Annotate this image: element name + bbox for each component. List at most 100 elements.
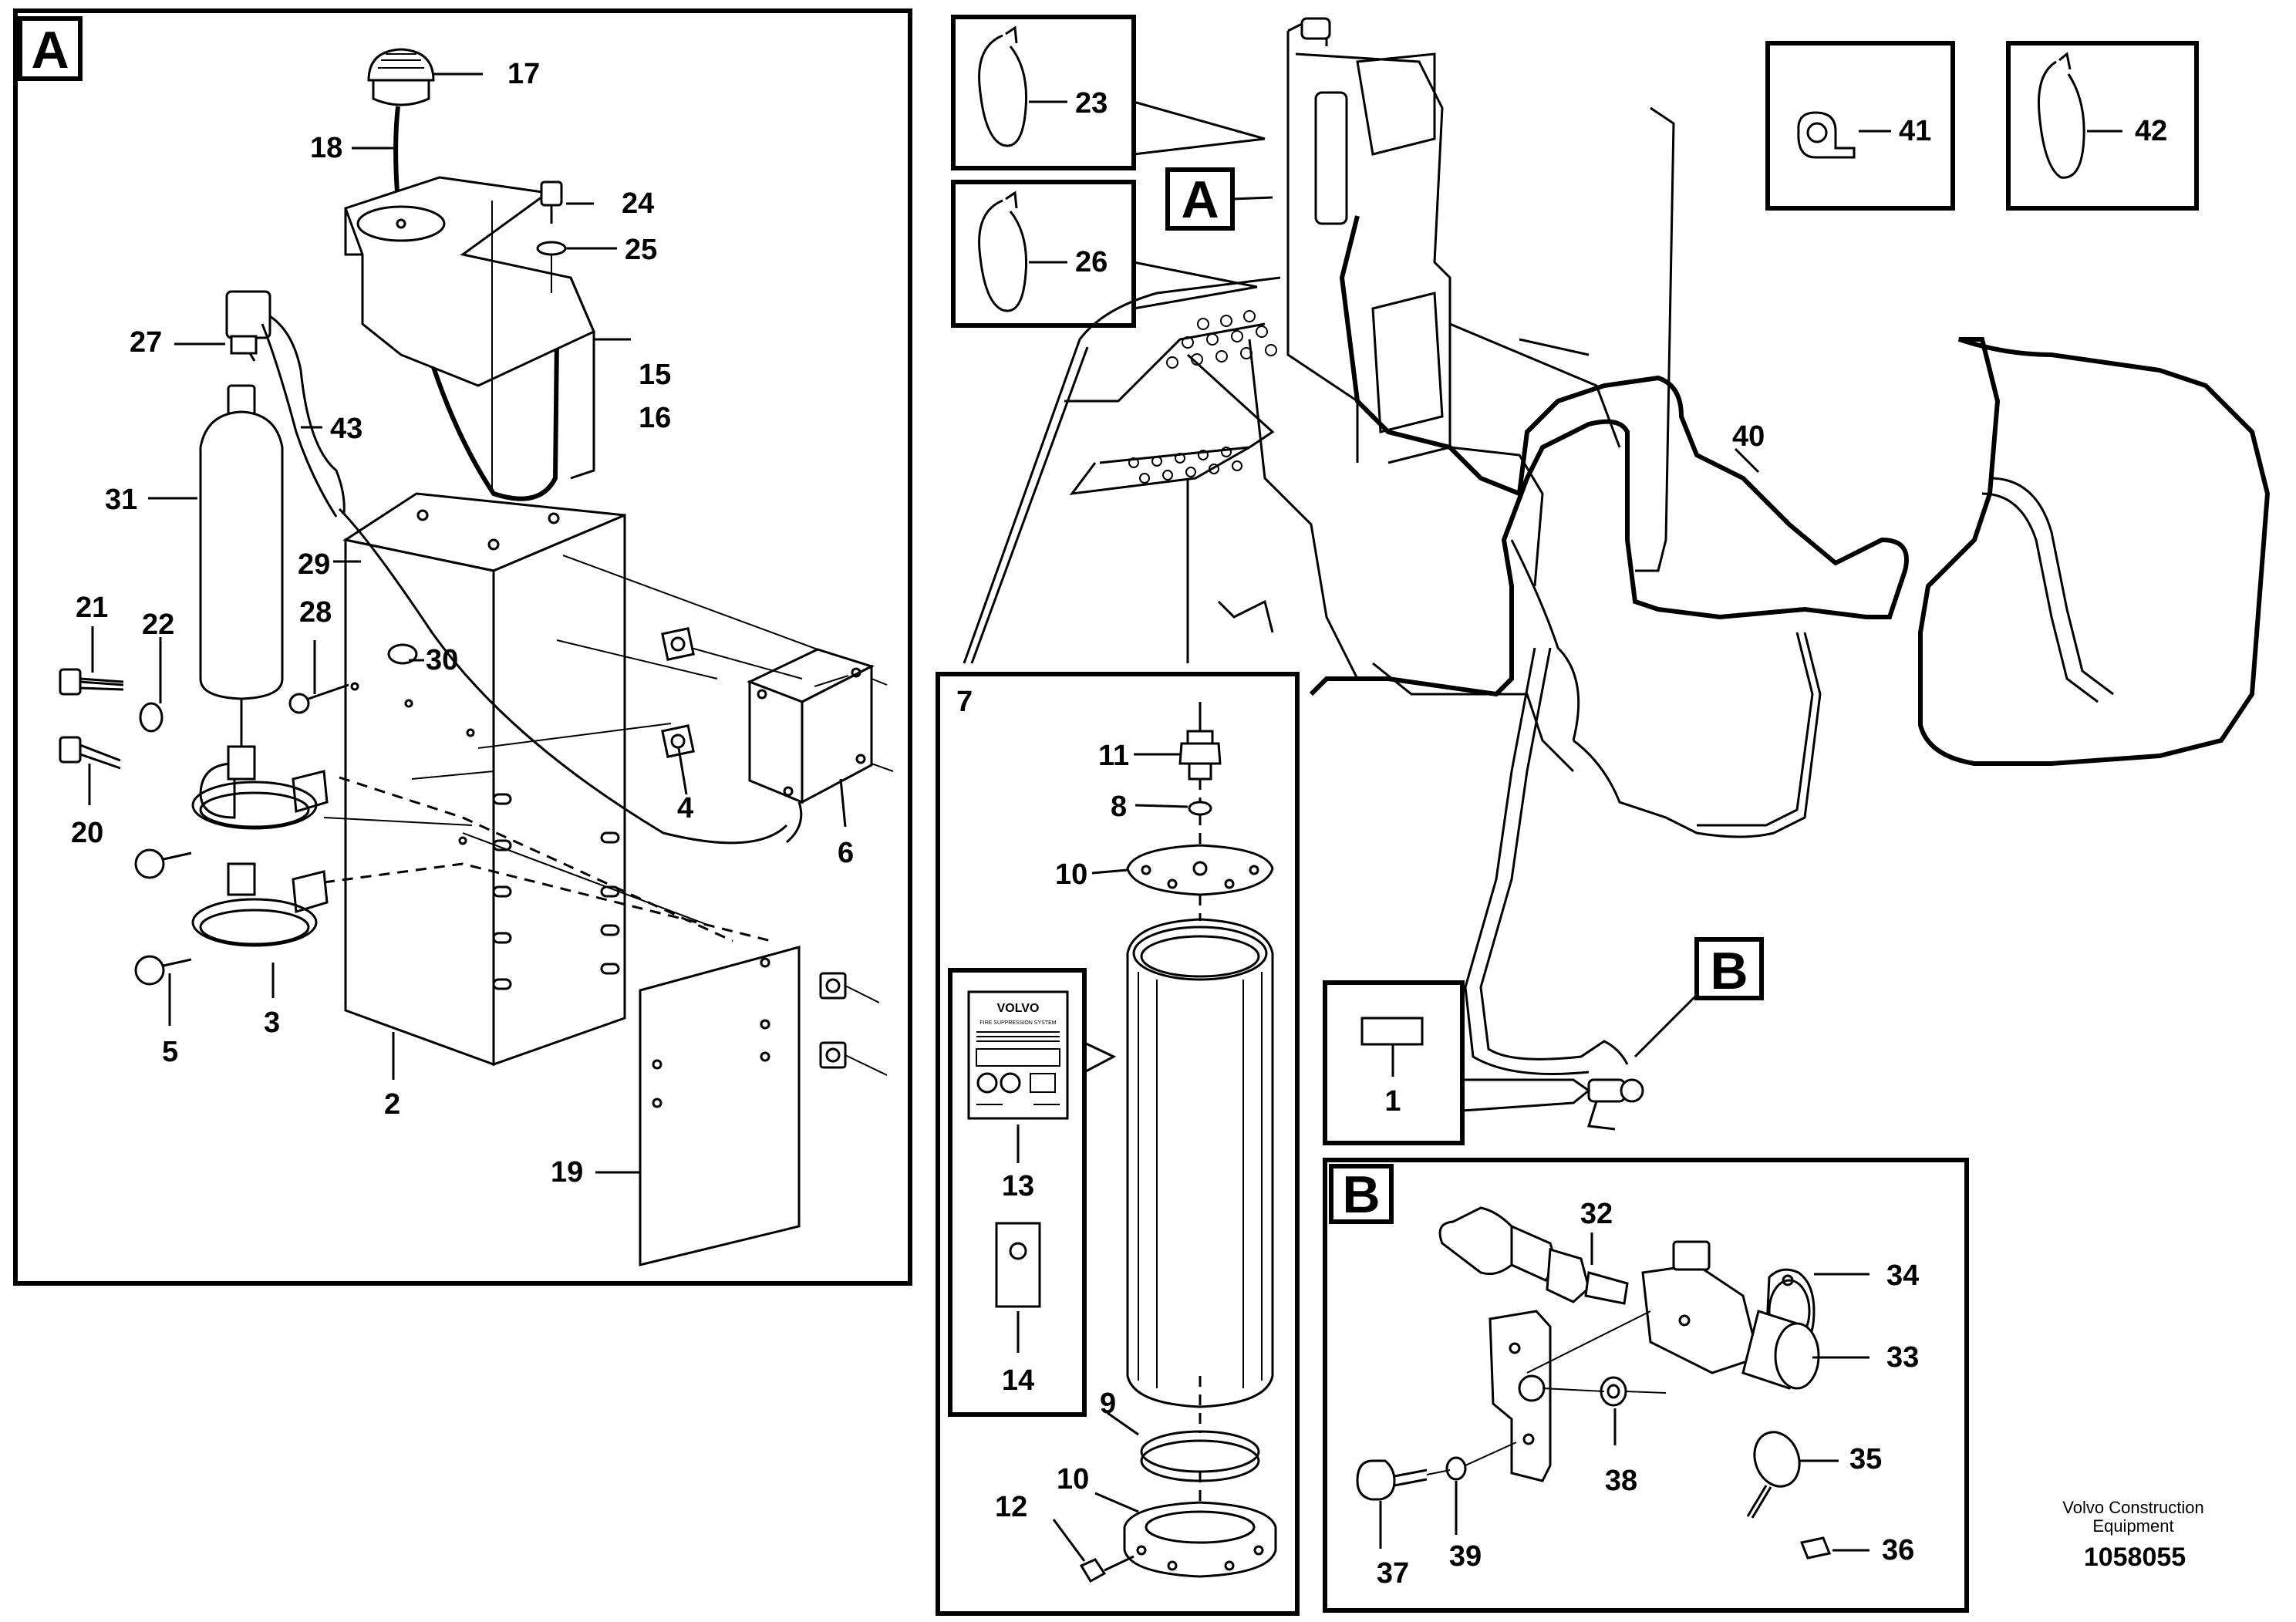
decal-brand: VOLVO <box>997 1002 1040 1015</box>
washer-39 <box>1445 1456 1467 1481</box>
bolt-20 <box>59 736 121 770</box>
callout-b-letter: B <box>1710 942 1748 1000</box>
panel-a-letter-box <box>18 16 83 81</box>
detail-26-box: 26 <box>951 180 1136 328</box>
washer-22 <box>139 702 164 733</box>
label-19: 19 <box>551 1156 583 1189</box>
decal-14 <box>995 1222 1041 1308</box>
label-9: 9 <box>1100 1388 1116 1420</box>
label-6: 6 <box>838 837 854 869</box>
label-10-top: 10 <box>1055 858 1087 891</box>
callout-a-letter: A <box>1181 170 1219 229</box>
fitting-b-overview <box>1587 1078 1644 1131</box>
label-42: 42 <box>2135 115 2167 147</box>
label-25: 25 <box>625 234 657 266</box>
label-29: 29 <box>298 548 330 581</box>
label-37: 37 <box>1377 1557 1409 1590</box>
label-21: 21 <box>76 592 108 624</box>
label-24: 24 <box>622 187 654 220</box>
callout-b-box <box>1694 937 1764 1000</box>
decal-box: VOLVO FIRE SUPPRESSION SYSTEM 13 14 <box>948 968 1117 1417</box>
hose-overview <box>1464 647 1629 1075</box>
company-line-2: Equipment <box>2092 1516 2173 1536</box>
label-43: 43 <box>330 413 362 445</box>
label-16: 16 <box>639 402 671 434</box>
mesh-holes <box>1128 310 1277 484</box>
seal-8 <box>1188 801 1212 816</box>
panel-7-leaders <box>1052 753 1188 1562</box>
pointer-26 <box>1133 261 1258 310</box>
hose-29 <box>338 508 788 845</box>
panel-a-leaders <box>88 73 847 1174</box>
label-36: 36 <box>1882 1534 1914 1566</box>
label-11: 11 <box>1098 740 1129 772</box>
fitting-32 <box>1438 1206 1629 1305</box>
panel-7-number: 7 <box>956 686 973 718</box>
bolt-21 <box>59 668 124 696</box>
label-12: 12 <box>995 1491 1027 1523</box>
cap-33 <box>1741 1310 1820 1390</box>
solenoid-valve <box>225 290 346 518</box>
label-38: 38 <box>1605 1465 1637 1497</box>
label-41: 41 <box>1899 115 1931 147</box>
nut-4-upper <box>661 627 695 661</box>
panel-b-assembly-lines <box>1426 1310 1667 1475</box>
label-1: 1 <box>1384 1085 1401 1118</box>
footer: Volvo Construction Equipment 1058055 <box>2062 1498 2203 1572</box>
panel-a-assembly-lines <box>323 555 894 1076</box>
panel-b: B <box>1323 1158 1969 1613</box>
harness-40 <box>1309 215 1909 697</box>
label-8: 8 <box>1111 791 1127 823</box>
panel-b-letter-box <box>1329 1164 1394 1224</box>
main-housing <box>342 492 626 1067</box>
detail-42-box: 42 <box>2006 41 2199 211</box>
bolt-37 <box>1356 1459 1428 1501</box>
label-2: 2 <box>384 1088 400 1121</box>
detail-23-box: 23 <box>951 15 1136 170</box>
leader-40 <box>1734 447 1760 474</box>
label-40: 40 <box>1732 420 1765 453</box>
extinguisher-cylinder <box>199 384 284 756</box>
label-3: 3 <box>264 1007 280 1039</box>
panel-7: 7 <box>936 672 1300 1616</box>
pointer-23 <box>1133 100 1266 156</box>
detail-1-box: 1 <box>1323 980 1465 1145</box>
label-27: 27 <box>130 326 162 359</box>
label-10-bottom: 10 <box>1057 1463 1089 1496</box>
panel-a: A <box>13 8 912 1286</box>
label-13: 13 <box>1002 1170 1034 1202</box>
clamp-upper <box>191 745 329 830</box>
label-28: 28 <box>299 596 332 629</box>
label-23: 23 <box>1075 87 1108 120</box>
callout-a-leader <box>1232 196 1273 201</box>
label-17: 17 <box>507 58 540 90</box>
machine-sketch <box>963 17 1675 773</box>
label-14: 14 <box>1002 1364 1034 1397</box>
side-plate <box>639 946 801 1266</box>
company-line-1: Volvo Construction <box>2062 1498 2203 1517</box>
bolt-28 <box>288 683 349 714</box>
decal-pointer <box>1084 1041 1117 1074</box>
label-4: 4 <box>677 792 693 824</box>
label-30: 30 <box>426 644 458 676</box>
panel-b-letter: B <box>1342 1165 1380 1224</box>
harness-40-right-loop <box>1918 337 2271 766</box>
panel-b-frame <box>1323 1158 1969 1613</box>
canister-body <box>1126 918 1274 1408</box>
nut-washer-38 <box>1600 1376 1627 1407</box>
hose-overview-3 <box>1981 477 2114 703</box>
hose-overview-2 <box>1573 632 1822 838</box>
clamp-lower <box>191 862 329 947</box>
housing-slots <box>492 793 620 990</box>
label-26: 26 <box>1075 246 1108 278</box>
document-number: 1058055 <box>2084 1543 2186 1572</box>
callout-b-leader <box>1633 993 1698 1058</box>
nut-4-lower <box>661 724 695 758</box>
panel-a-letter: A <box>31 21 69 79</box>
flange-10-bottom <box>1123 1501 1277 1578</box>
label-33: 33 <box>1886 1341 1919 1374</box>
panel-7-frame <box>936 672 1300 1616</box>
bolt-5-lower <box>134 955 192 986</box>
screw-24 <box>536 180 567 293</box>
label-39: 39 <box>1449 1540 1482 1573</box>
